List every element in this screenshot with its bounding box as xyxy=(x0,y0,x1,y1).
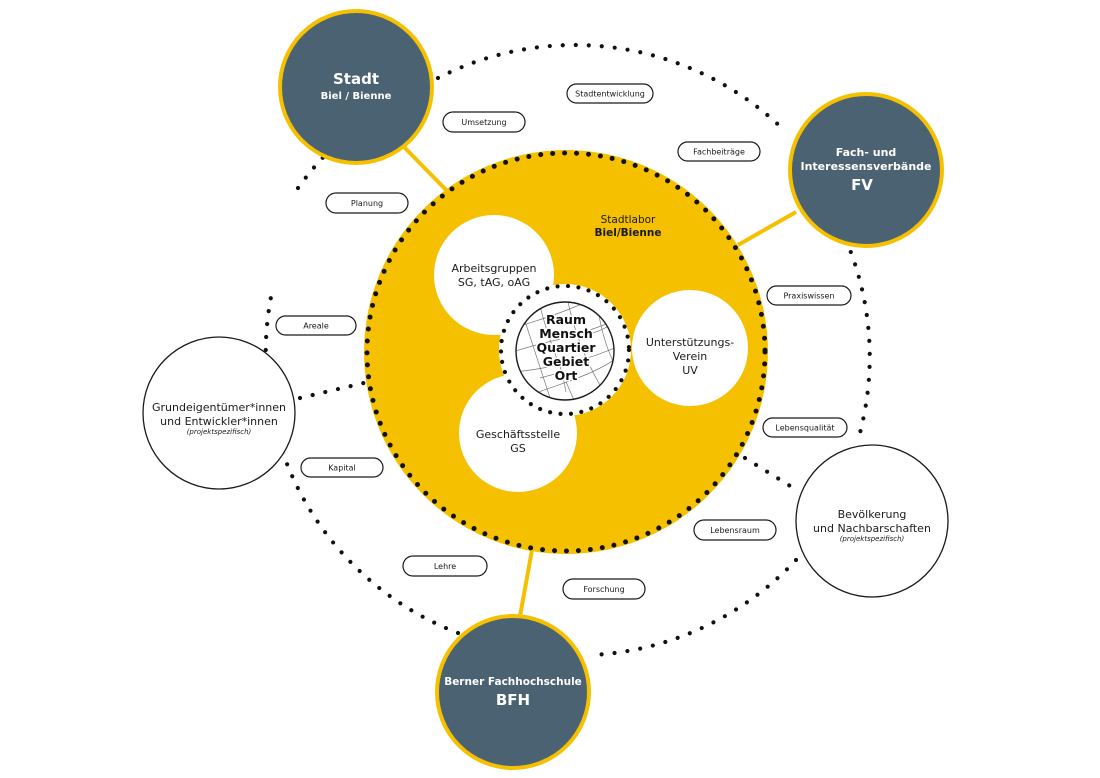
pill-lebensraum-label: Lebensraum xyxy=(710,526,760,535)
bfh-title: Berner Fachhochschule xyxy=(444,676,582,688)
arbeitsgruppen-title: Arbeitsgruppen xyxy=(451,262,536,275)
core-raum: Raum xyxy=(546,312,586,327)
core-backdrop xyxy=(499,284,631,416)
stadtlabor-label: Stadtlabor xyxy=(601,214,656,226)
pill-areale-label: Areale xyxy=(303,322,329,331)
pill-fachbeitraege-label: Fachbeiträge xyxy=(693,148,745,157)
stadt-circle xyxy=(278,9,434,165)
pill-lehre: Lehre xyxy=(402,555,488,577)
pill-kapital-shape xyxy=(300,457,384,478)
verein-circle xyxy=(632,290,748,406)
link-bevoelkerung xyxy=(742,455,803,495)
core-node: Raum Mensch Quartier Gebiet Ort xyxy=(498,283,632,417)
pill-planung: Planung xyxy=(325,192,409,214)
connector-bfh xyxy=(518,549,534,617)
pill-planung-label: Planung xyxy=(351,199,383,208)
core-circle xyxy=(515,301,615,401)
grundeigentuemer-line1: Grundeigentümer*innen xyxy=(152,401,286,414)
pill-praxiswissen: Praxiswissen xyxy=(766,285,852,306)
bevoelkerung-circle xyxy=(795,444,949,598)
pill-praxiswissen-shape xyxy=(766,285,852,306)
pill-lehre-label: Lehre xyxy=(434,562,456,571)
fv-abbr: FV xyxy=(851,176,873,194)
pill-planung-shape xyxy=(325,192,409,214)
stadt-title: Stadt xyxy=(333,70,379,88)
pill-fachbeitraege: Fachbeiträge xyxy=(677,141,761,162)
stadt-subtitle: Biel / Bienne xyxy=(321,91,392,102)
pill-forschung: Forschung xyxy=(562,578,646,600)
bevoelkerung-line2: und Nachbarschaften xyxy=(813,522,931,535)
core-ort: Ort xyxy=(555,368,578,383)
pill-lehre-shape xyxy=(402,555,488,577)
stadtlabor-city: Biel/Bienne xyxy=(595,227,662,239)
stadt-node: Stadt Biel / Bienne xyxy=(278,9,434,165)
fv-line1: Fach- und xyxy=(836,146,897,159)
pill-kapital: Kapital xyxy=(300,457,384,478)
verein-line2: Verein xyxy=(673,350,708,363)
pill-umsetzung-shape xyxy=(442,111,526,133)
pill-lebensraum-shape xyxy=(693,519,777,541)
pill-umsetzung: Umsetzung xyxy=(442,111,526,133)
connector-stadt xyxy=(402,145,454,198)
connector-fv xyxy=(737,210,797,247)
pill-stadtentwicklung-label: Stadtentwicklung xyxy=(575,90,645,99)
verein-node: Unterstützungs- Verein UV xyxy=(632,290,748,406)
pill-areale-shape xyxy=(275,315,357,336)
pill-lebensqualitaet: Lebensqualität xyxy=(762,417,848,438)
grundeigentuemer-node: Grundeigentümer*innen und Entwickler*inn… xyxy=(142,336,296,490)
pill-lebensraum: Lebensraum xyxy=(693,519,777,541)
core-dotted-ring xyxy=(498,283,632,417)
grundeigentuemer-line2: und Entwickler*innen xyxy=(160,415,278,428)
pill-forschung-shape xyxy=(562,578,646,600)
bevoelkerung-line1: Bevölkerung xyxy=(838,508,907,521)
bevoelkerung-note: (projektspezifisch) xyxy=(840,535,905,543)
core-mensch: Mensch xyxy=(539,326,593,341)
bfh-circle xyxy=(435,614,591,770)
pill-kapital-label: Kapital xyxy=(328,464,356,473)
bevoelkerung-node: Bevölkerung und Nachbarschaften (projekt… xyxy=(795,444,949,598)
pill-fachbeitraege-shape xyxy=(677,141,761,162)
core-gebiet: Gebiet xyxy=(543,354,589,369)
arbeitsgruppen-abbr: SG, tAG, oAG xyxy=(458,276,530,289)
verein-line1: Unterstützungs- xyxy=(646,336,734,349)
pill-umsetzung-label: Umsetzung xyxy=(461,118,506,127)
fv-circle xyxy=(788,92,944,248)
pill-praxiswissen-label: Praxiswissen xyxy=(783,292,834,301)
verein-abbr: UV xyxy=(682,364,698,377)
pill-stadtentwicklung-shape xyxy=(566,83,654,104)
pill-lebensqualitaet-shape xyxy=(762,417,848,438)
core-quartier: Quartier xyxy=(536,340,596,355)
geschaeftsstelle-title: Geschäftsstelle xyxy=(476,428,560,441)
bfh-node: Berner Fachhochschule BFH xyxy=(435,614,591,770)
grundeigentuemer-note: (projektspezifisch) xyxy=(187,428,252,436)
pill-stadtentwicklung: Stadtentwicklung xyxy=(566,83,654,104)
pill-areale: Areale xyxy=(275,315,357,336)
map-sketch-icon xyxy=(516,302,614,400)
link-grundeigentuemer xyxy=(297,379,371,401)
stadtlabor-dotted-border xyxy=(364,150,768,554)
bfh-abbr: BFH xyxy=(496,691,530,709)
geschaeftsstelle-abbr: GS xyxy=(510,442,526,455)
pill-lebensqualitaet-label: Lebensqualität xyxy=(775,424,834,433)
fv-node: Fach- und Interessensverbände FV xyxy=(788,92,944,248)
fv-line2: Interessensverbände xyxy=(801,160,932,173)
grundeigentuemer-circle xyxy=(142,336,296,490)
pill-forschung-label: Forschung xyxy=(583,585,624,594)
